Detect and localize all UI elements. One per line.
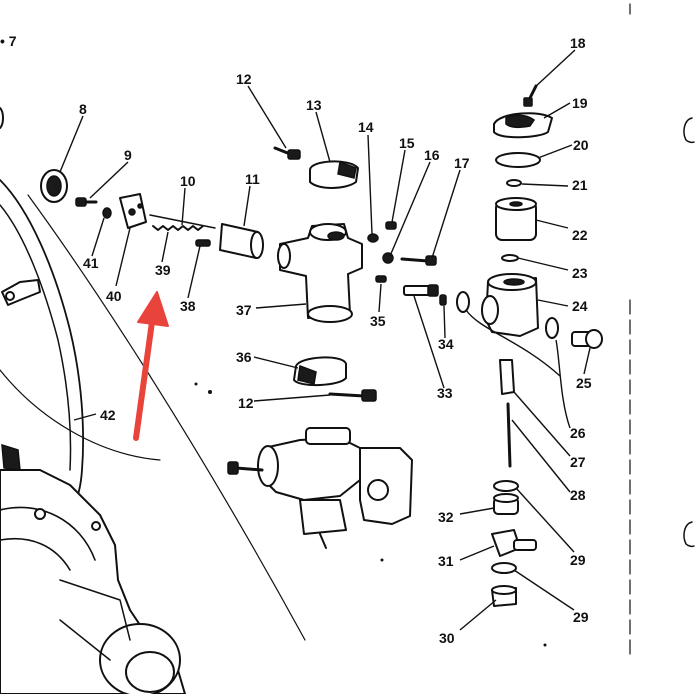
label-15: 15: [399, 135, 415, 151]
part-33-jet-holder: [403, 284, 439, 297]
part-29a-washer: [493, 480, 519, 492]
label-12: 12: [236, 71, 252, 87]
part-36-clamp: [293, 356, 347, 386]
label-21: 21: [572, 177, 588, 193]
label-19: 19: [572, 95, 588, 111]
part-12b-bolt: [328, 389, 377, 402]
label-42: 42: [100, 407, 116, 423]
label-23: 23: [572, 265, 588, 281]
part-8-cap: [40, 169, 68, 203]
label-29a: 29: [570, 552, 586, 568]
leader-lines: [59, 49, 591, 631]
label-26: 26: [570, 425, 586, 441]
part-14-nut: [367, 233, 379, 243]
label-14: 14: [358, 119, 374, 135]
part-13-clamp: [309, 160, 359, 189]
label-25: 25: [576, 375, 592, 391]
label-10: 10: [180, 173, 196, 189]
part-23-washer: [501, 254, 519, 262]
red-arrow: [133, 291, 169, 441]
label-38: 38: [180, 298, 196, 314]
part-11-sleeve: [219, 223, 264, 259]
part-17-needle-screw: [400, 255, 437, 266]
label-28: 28: [570, 487, 586, 503]
label-12b: 12: [238, 395, 254, 411]
label-32: 32: [438, 509, 454, 525]
label-34: 34: [438, 336, 454, 352]
label-22: 22: [572, 227, 588, 243]
part-25-plug: [571, 329, 603, 349]
part-35-jet: [375, 275, 387, 283]
label-37: 37: [236, 302, 252, 318]
label-11: 11: [245, 171, 260, 187]
part-21-clip: [506, 179, 522, 187]
part-labels: • 7 8 9 10 11 12 13 14 15 16 17 18 19 20…: [0, 33, 592, 646]
label-33: 33: [437, 385, 453, 401]
part-19-gasket: [493, 112, 553, 139]
label-20: 20: [573, 137, 589, 153]
part-15-screw: [385, 221, 397, 230]
red-arrow-shaft: [133, 319, 155, 441]
label-36: 36: [236, 349, 252, 365]
part-27-jet: [499, 359, 515, 395]
part-37-carburettor-body: [277, 223, 363, 323]
part-30-nut: [491, 585, 517, 607]
part-20-ring: [495, 152, 541, 168]
label-9: 9: [124, 147, 132, 163]
label-8: 8: [79, 101, 87, 117]
label-31: 31: [438, 553, 454, 569]
label-40: 40: [106, 288, 122, 304]
label-30: 30: [439, 630, 455, 646]
label-27: 27: [570, 454, 586, 470]
part-16-washer: [382, 252, 394, 264]
assembled-carburettor: [227, 427, 413, 549]
label-17: 17: [454, 155, 470, 171]
label-16: 16: [424, 147, 440, 163]
part-32-sleeve: [493, 493, 519, 515]
label-39: 39: [155, 262, 171, 278]
part-38-pin: [195, 239, 211, 247]
part-34-washer: [439, 294, 447, 306]
part-24-float-bowl: [481, 273, 539, 337]
label-24: 24: [572, 298, 588, 314]
part-26-gasket: [456, 291, 559, 339]
part-28-needle: [506, 402, 512, 468]
label-41: 41: [83, 255, 99, 271]
part-31-banjo: [491, 529, 537, 557]
part-41-washer: [102, 207, 112, 219]
red-arrow-head: [137, 291, 169, 327]
part-9-screw: [75, 197, 98, 207]
ref-label-top-left: • 7: [0, 33, 17, 49]
label-35: 35: [370, 313, 386, 329]
part-22-float: [495, 197, 537, 241]
engine-casing: [0, 443, 186, 694]
label-29b: 29: [573, 609, 589, 625]
part-12-bolt: [273, 146, 301, 160]
label-18: 18: [570, 35, 586, 51]
part-40-bracket: [119, 193, 147, 229]
part-18-pin: [523, 84, 538, 107]
page-edge-marks: [0, 3, 695, 661]
label-13: 13: [306, 97, 322, 113]
part-29b-washer: [491, 562, 517, 574]
